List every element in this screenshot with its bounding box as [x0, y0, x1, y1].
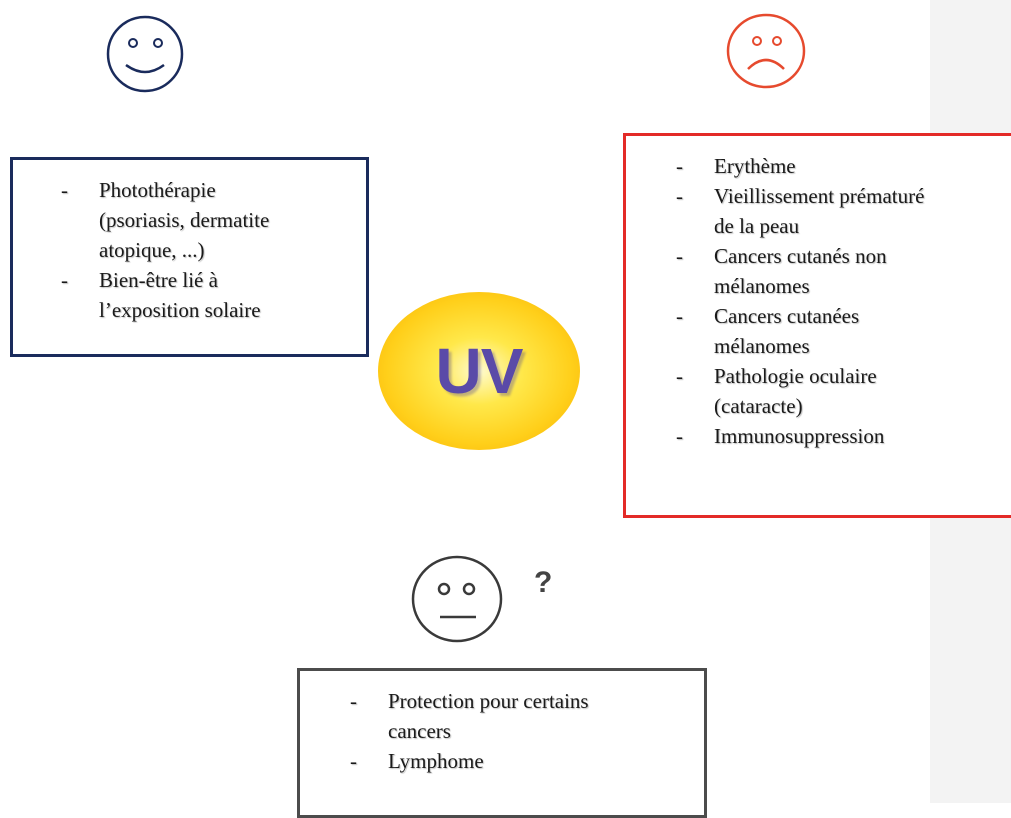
uv-label: UV — [435, 335, 524, 407]
risk-item-continuation: mélanomes — [714, 334, 810, 358]
risk-item-continuation: de la peau — [714, 214, 800, 238]
benefit-item-continuation: (psoriasis, dermatite — [99, 208, 270, 232]
benefit-item: -Photothérapie — [61, 178, 216, 202]
uv-sun-circle: UV — [378, 292, 580, 450]
risk-item: -Cancers cutanées — [676, 304, 860, 328]
happy-face-icon — [106, 15, 184, 93]
risk-item: -Pathologie oculaire — [676, 364, 877, 388]
risk-item-continuation: (cataracte) — [714, 394, 803, 418]
risk-item: -Vieillissement prématuré — [676, 184, 925, 208]
question-mark-label: ? — [534, 566, 553, 599]
uncertain-item: -Protection pour certains — [350, 689, 589, 713]
uncertain-item: -Lymphome — [350, 749, 484, 773]
risk-item: -Erythème — [676, 154, 796, 178]
uncertain-item-continuation: cancers — [388, 719, 451, 743]
neutral-face-icon — [411, 555, 503, 643]
uncertain-effects-box: -Protection pour certains cancers -Lymph… — [297, 668, 707, 818]
risk-item: -Immunosuppression — [676, 424, 885, 448]
benefit-item-continuation: atopique, ...) — [99, 238, 205, 262]
sad-face-icon — [726, 13, 806, 89]
benefit-item: -Bien-être lié à — [61, 268, 218, 292]
benefits-box: -Photothérapie (psoriasis, dermatite ato… — [10, 157, 369, 357]
risk-item: -Cancers cutanés non — [676, 244, 887, 268]
risks-box: -Erythème -Vieillissement prématuré de l… — [623, 133, 1011, 518]
risk-item-continuation: mélanomes — [714, 274, 810, 298]
benefit-item-continuation: l’exposition solaire — [99, 298, 261, 322]
